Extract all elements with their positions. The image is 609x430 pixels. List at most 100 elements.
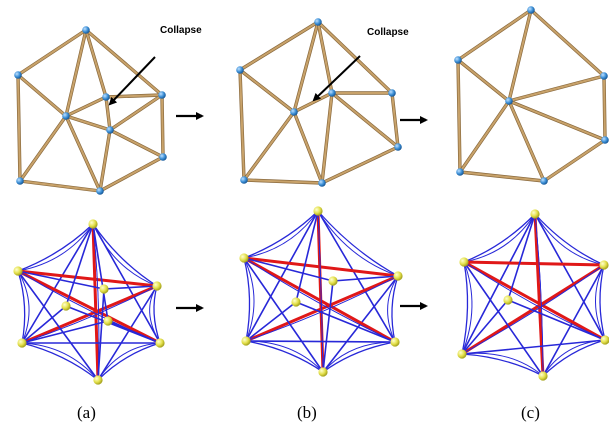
mesh-b-edge	[293, 92, 333, 113]
mesh-c-vertex	[601, 136, 609, 144]
graph-b-node	[390, 337, 400, 347]
graph-c-node	[538, 371, 548, 381]
graph-c-chord	[533, 212, 545, 378]
graph-b-strand	[245, 275, 399, 342]
mesh-a-edge	[85, 29, 107, 98]
mesh-b-edge	[321, 92, 333, 184]
mesh-a-edge	[161, 94, 164, 158]
mesh-b-vertex	[314, 18, 322, 26]
mesh-b-edge	[243, 179, 323, 184]
graph-b-boundary-edge	[243, 210, 319, 259]
mesh-c-vertex	[600, 72, 608, 80]
caption-a: (a)	[77, 403, 96, 422]
graph-b-node	[239, 253, 249, 263]
graph-c-boundary-edge	[461, 353, 544, 377]
collapse-arrow-b	[312, 55, 361, 102]
graph-b-inner-edge	[322, 280, 334, 373]
graph-c-boundary-edge	[599, 264, 606, 341]
graph-c-boundary-edge	[461, 261, 473, 355]
graph-c-node	[457, 349, 467, 359]
mesh-a-edge	[105, 96, 111, 131]
mesh-c-vertex	[456, 168, 464, 176]
graph-b-node	[291, 297, 301, 307]
graph-b-boundary-edge	[245, 340, 324, 373]
graph-a-strand	[21, 285, 158, 344]
mesh-b-vertex	[236, 66, 244, 74]
graph-a-boundary-edge	[153, 285, 161, 344]
graph-a-inner-edge	[97, 288, 105, 381]
graph-a-boundary-edge	[17, 270, 26, 344]
graph-b-boundary-edge	[391, 275, 399, 343]
graph-c-inner-edge	[507, 213, 536, 301]
graph-a-node	[61, 301, 71, 311]
graph-c-strand	[463, 261, 606, 341]
graph-b-strand	[243, 257, 396, 343]
mesh-b-edge	[239, 21, 319, 71]
graph-a-node	[17, 338, 27, 348]
graph-a-boundary-edge	[17, 223, 94, 272]
graph-c-chord	[462, 260, 606, 267]
mesh-c-edge	[508, 75, 605, 102]
graph-a-chord	[97, 285, 158, 381]
graph-b-inner-edge	[332, 275, 399, 282]
graph-a-boundary-edge	[17, 223, 94, 272]
mesh-a-edge	[105, 94, 163, 98]
graph-c-chord	[463, 261, 544, 377]
graph-b-boundary-edge	[243, 257, 251, 342]
graph-c-inner-edge	[461, 299, 509, 355]
collapse-callout-b: Collapse	[367, 27, 409, 38]
graph-a-chord	[21, 223, 94, 344]
graph-a-node	[93, 375, 103, 385]
mesh-a-edge	[99, 156, 164, 192]
graph-a-node	[155, 338, 165, 348]
mesh-a-edge	[17, 74, 67, 117]
mesh-c-vertex	[505, 97, 513, 105]
mesh-c-vertex	[540, 177, 548, 185]
mesh-b-edge	[391, 92, 399, 148]
graph-a-boundary-edge	[97, 342, 161, 381]
graph-a-boundary-edge	[17, 270, 30, 344]
caption-b: (b)	[297, 403, 317, 422]
graph-c-boundary-edge	[463, 213, 536, 263]
mesh-c-edge	[508, 9, 532, 102]
graph-b-inner-edge	[243, 257, 334, 282]
graph-a-node	[99, 284, 109, 294]
mesh-b-edge	[317, 21, 393, 94]
graph-c-inner-edge	[507, 299, 606, 341]
mesh-a-vertex	[159, 153, 167, 161]
mesh-c-vertex	[527, 6, 535, 14]
mesh-a-vertex	[158, 91, 166, 99]
graph-c-boundary-edge	[534, 213, 605, 266]
graph-c-node	[600, 335, 609, 345]
graph-a-boundary-edge	[92, 223, 158, 287]
graph-c-boundary-edge	[461, 261, 469, 355]
graph-c-strand	[534, 213, 544, 377]
graph-a-boundary-edge	[92, 223, 158, 287]
graph-a-node	[13, 266, 23, 276]
mesh-b-edge	[243, 111, 295, 181]
graph-a-inner-edge	[21, 320, 109, 344]
graph-b-chord	[242, 256, 397, 344]
graph-a-boundary-edge	[97, 342, 161, 381]
graph-a-chord	[17, 270, 99, 381]
graph-b-boundary-edge	[322, 341, 396, 373]
graph-a-chord	[16, 269, 162, 345]
mesh-a-edge	[109, 94, 163, 131]
mesh-c-edge	[457, 59, 461, 173]
graph-b-node	[241, 336, 251, 346]
mesh-b-edge	[317, 21, 333, 94]
graph-c-chord	[534, 213, 606, 341]
graph-b-boundary-edge	[317, 210, 399, 277]
graph-b-chord	[317, 210, 396, 343]
graph-b-chord	[245, 340, 396, 343]
mesh-c-edge	[530, 9, 605, 77]
mesh-b-vertex	[318, 179, 326, 187]
graph-b-chord	[244, 274, 400, 343]
mesh-a-vertex	[62, 112, 70, 120]
mesh-c-edge	[457, 59, 510, 102]
graph-a-inner-edge	[92, 223, 109, 322]
collapse-arrow-a	[108, 56, 156, 106]
graph-c-boundary-edge	[534, 213, 605, 266]
mesh-c-edge	[603, 75, 606, 141]
graph-c-node	[503, 295, 513, 305]
